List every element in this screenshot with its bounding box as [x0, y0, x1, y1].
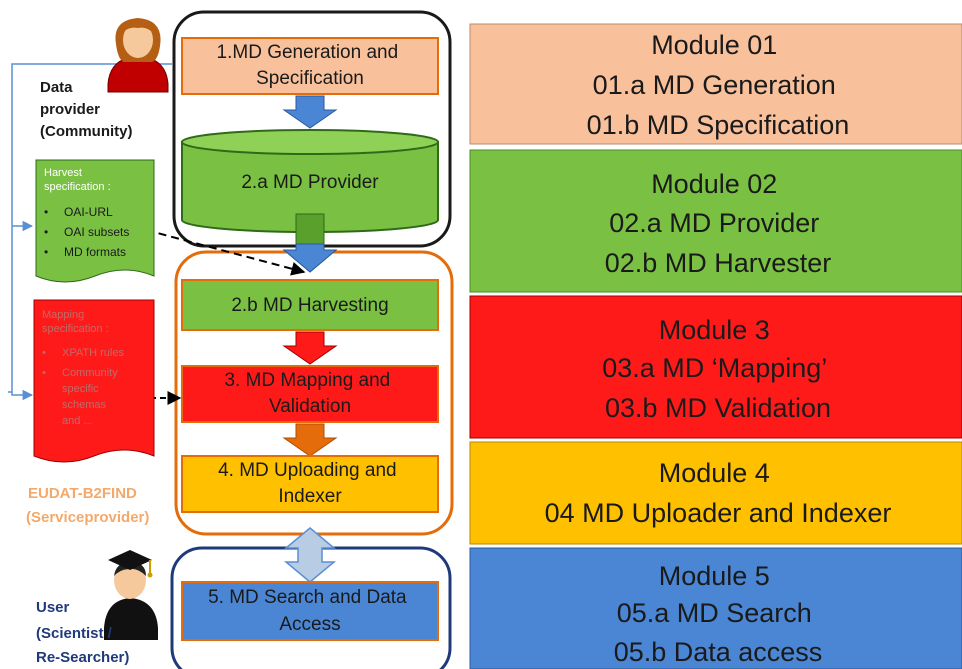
scientist-person-icon: [104, 550, 158, 640]
step-3-line-1: 3. MD Mapping and: [224, 370, 390, 391]
module-2-title: Module 02: [651, 169, 777, 199]
mapping-spec-note: [33, 299, 155, 463]
svg-text:EUDAT-B2FIND (Serviceprovi: EUDAT-B2FIND (Serviceprovider): [26, 485, 149, 526]
module-1-title: Module 01: [651, 30, 777, 60]
module-1-box: [469, 23, 962, 145]
svg-text:User (Scientist / Re-S: User (Scientist / Re-Searcher): [36, 599, 129, 666]
module-2-line-a: 02.a MD Provider: [609, 208, 819, 238]
module-5-title: Module 5: [659, 561, 770, 591]
mapping-item-2-line-1: Community: [62, 367, 118, 379]
svg-text:Module 3 03.a MD ‘Mappin: Module 3 03.a MD ‘Mapping’ 03.b MD Valid…: [602, 315, 834, 423]
arrow-service-user-bidirectional: [283, 527, 337, 583]
user-label-line-2: (Scientist /: [36, 625, 113, 642]
step-3-line-2: Validation: [269, 396, 351, 417]
data-provider-person-icon: [107, 18, 169, 93]
svg-text:5. MD Search and Data Acce: 5. MD Search and Data Access: [208, 587, 412, 635]
module-3-title: Module 3: [659, 315, 770, 345]
step-4-box: [181, 455, 439, 513]
mapping-item-2-line-3: schemas: [62, 399, 107, 411]
svg-text:• XPATH rules: • XPATH rules: [42, 347, 124, 359]
step-2b-box: [181, 279, 439, 331]
mapping-bullet-2: •: [42, 367, 46, 379]
arrow-step3-to-step4: [282, 423, 338, 457]
user-label-line-3: Re-Searcher): [36, 649, 129, 666]
module-1-line-b: 01.b MD Specification: [587, 110, 850, 140]
module-5-line-a: 05.a MD Search: [617, 598, 812, 628]
step-4-line-2: Indexer: [278, 486, 342, 507]
step-1-line-2: Specification: [256, 68, 364, 89]
modules-panel: Module 01 01.a MD Generation 01.b MD Spe…: [469, 23, 962, 669]
arrow-step2b-to-step3: [282, 331, 338, 365]
step-1-box: [181, 37, 439, 95]
svg-text:Module 02 02.a MD Provid: Module 02 02.a MD Provider 02.b MD Harve…: [605, 169, 832, 278]
svg-text:Module 5 05.a MD Search: Module 5 05.a MD Search 05.b Data access: [614, 561, 823, 667]
svg-text:Mapping specification :: Mapping specification :: [42, 309, 109, 335]
svg-text:1.MD Generation and Specif: 1.MD Generation and Specification: [217, 42, 404, 89]
svg-text:3. MD Mapping and Validati: 3. MD Mapping and Validation: [224, 370, 395, 417]
svg-text:Module 4 04 MD Uploader: Module 4 04 MD Uploader and Indexer: [545, 458, 892, 528]
harvest-item-3: MD formats: [64, 245, 126, 259]
module-4-line-a: 04 MD Uploader and Indexer: [545, 498, 892, 528]
mapping-title-line-1: Mapping: [42, 309, 84, 321]
provider-connectors: [8, 63, 172, 401]
mapping-bullet-1: •: [42, 347, 46, 359]
module-2-line-b: 02.b MD Harvester: [605, 248, 832, 278]
module-2-box: [469, 149, 962, 293]
harvest-bullet-3: •: [44, 245, 48, 259]
step-1-line-1: 1.MD Generation and: [217, 42, 399, 63]
svg-text:• OAI subsets: • OAI subsets: [44, 225, 129, 239]
svg-text:Harvest specification :: Harvest specification :: [44, 167, 111, 193]
mapping-item-2-line-4: and ...: [62, 415, 93, 427]
arrow-step2a-to-step2b: [282, 213, 338, 273]
module-1-line-a: 01.a MD Generation: [593, 70, 836, 100]
service-label-line-1: EUDAT-B2FIND: [28, 485, 137, 502]
harvest-bullet-2: •: [44, 225, 48, 239]
module-3-line-a: 03.a MD ‘Mapping’: [602, 353, 826, 383]
module-5-box: [469, 547, 962, 669]
svg-text:Data provider (Communi: Data provider (Community): [40, 79, 133, 140]
user-label-line-1: User: [36, 599, 70, 616]
svg-text:4. MD Uploading and Indexe: 4. MD Uploading and Indexer: [218, 460, 402, 507]
step-2b-label: 2.b MD Harvesting: [231, 295, 388, 316]
harvest-item-2: OAI subsets: [64, 225, 129, 239]
svg-text:• OAI-URL: • OAI-URL: [44, 205, 113, 219]
step-5-line-2: Access: [279, 614, 340, 635]
svg-text:Module 01 01.a MD Genera: Module 01 01.a MD Generation 01.b MD Spe…: [587, 30, 850, 140]
harvest-item-1: OAI-URL: [64, 205, 113, 219]
provider-label-line-1: Data: [40, 79, 73, 96]
module-3-line-b: 03.b MD Validation: [605, 393, 831, 423]
step-2a-label: 2.a MD Provider: [241, 172, 379, 193]
harvest-spec-note: [35, 159, 155, 283]
module-5-line-b: 05.b Data access: [614, 637, 823, 667]
mapping-item-2-line-2: specific: [62, 383, 99, 395]
provider-label-line-2: provider: [40, 101, 100, 118]
harvest-title-line-1: Harvest: [44, 167, 82, 179]
module-4-title: Module 4: [659, 458, 770, 488]
step-5-line-1: 5. MD Search and Data: [208, 587, 407, 608]
service-label-line-2: (Serviceprovider): [26, 509, 149, 526]
module-3-box: [469, 295, 962, 439]
provider-label-line-3: (Community): [40, 123, 133, 140]
step-5-box: [181, 581, 439, 641]
step-3-box: [181, 365, 439, 423]
mapping-title-line-2: specification :: [42, 323, 109, 335]
harvest-title-line-2: specification :: [44, 181, 111, 193]
md-provider-cylinder: [181, 129, 439, 233]
harvest-bullet-1: •: [44, 205, 48, 219]
svg-text:• MD formats: • MD formats: [44, 245, 126, 259]
arrow-step1-to-step2a: [282, 95, 338, 129]
step-4-line-1: 4. MD Uploading and: [218, 460, 397, 481]
dashed-arrow-harvest-to-harvesting: [145, 229, 306, 276]
mapping-item-1: XPATH rules: [62, 347, 124, 359]
svg-text:• Community specific: • Community specific schemas and ...: [42, 367, 121, 427]
module-4-box: [469, 441, 962, 545]
